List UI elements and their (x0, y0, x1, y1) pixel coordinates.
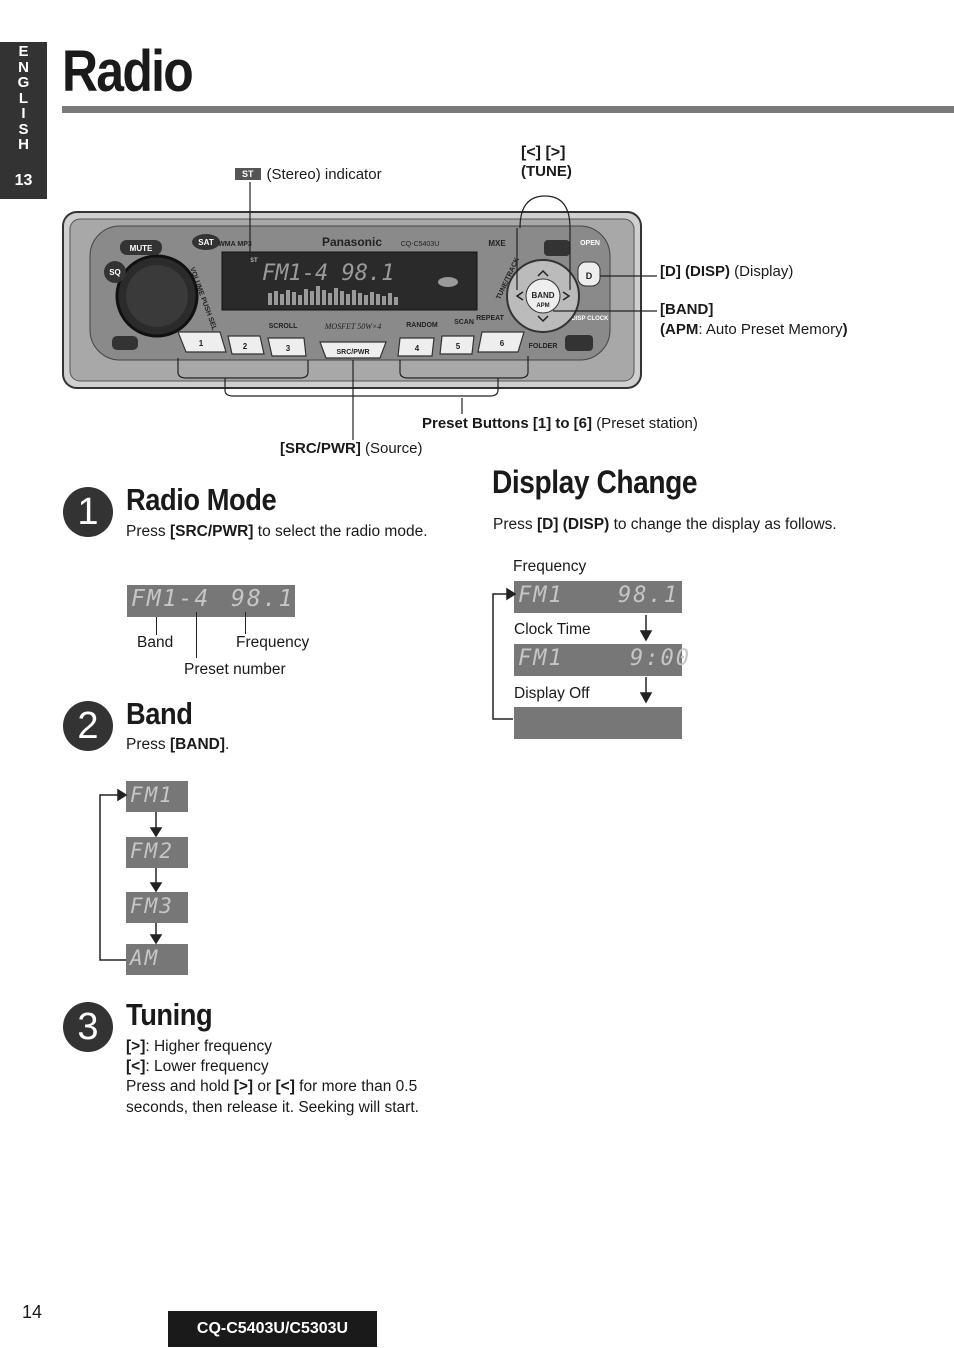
preset-button-3 (267, 337, 307, 357)
frequency-label: Frequency (236, 634, 310, 651)
band-text: Press [BAND]. (126, 736, 230, 753)
display-change-heading: Display Change (492, 464, 698, 500)
svg-text:6: 6 (500, 339, 505, 348)
svg-text:SAT: SAT (198, 238, 214, 247)
page-number: 14 (22, 1302, 43, 1322)
svg-text:FM1-4 98.1: FM1-4 98.1 (262, 261, 394, 286)
preset-button-5 (439, 335, 475, 355)
tune-buttons-label: [<] [>] (521, 144, 566, 161)
src-callout: [SRC/PWR] (Source) (280, 440, 423, 457)
svg-text:1: 1 (199, 339, 204, 348)
preset-button-4 (397, 337, 435, 357)
radio-mode-text: Press [SRC/PWR] to select the radio mode… (126, 523, 428, 540)
svg-text:BAND: BAND (531, 291, 554, 300)
step-3-badge: 3 (63, 1002, 113, 1052)
svg-text:3: 3 (286, 344, 291, 353)
band-display-fm3: FM3 (126, 892, 188, 923)
head-unit-diagram: MUTE SQ SAT WMA MP3 VOLUME PUSH SEL Pana… (62, 182, 657, 440)
tuning-line-4: seconds, then release it. Seeking will s… (126, 1099, 419, 1116)
preset-number-label: Preset number (184, 661, 286, 678)
language-label: E N G L I S H (17, 43, 30, 153)
band-display-fm1: FM1 (126, 781, 188, 812)
preset-button-2 (227, 335, 265, 355)
src-pwr-button (319, 341, 387, 359)
svg-text:OPEN: OPEN (580, 240, 600, 247)
band-cycle-arrows (99, 788, 163, 961)
svg-text:MOSFET 50W×4: MOSFET 50W×4 (324, 322, 382, 331)
disp-callout: [D] (DISP) (Display) (660, 263, 794, 280)
svg-text:Panasonic: Panasonic (322, 235, 382, 249)
radio-mode-display: FM1-4 98.1 (127, 585, 295, 617)
svg-text:WMA MP3: WMA MP3 (218, 241, 252, 248)
svg-text:SRC/PWR: SRC/PWR (336, 349, 369, 356)
svg-text:5: 5 (456, 342, 461, 351)
state-off-display (514, 707, 682, 739)
svg-text:RANDOM: RANDOM (406, 322, 438, 329)
sat-logo (192, 234, 220, 250)
tune-label: (TUNE) (521, 163, 572, 180)
tuning-line-1: [>]: Higher frequency (126, 1038, 273, 1055)
model-footer: CQ-C5403U/C5303U (168, 1311, 377, 1347)
tuning-heading: Tuning (126, 997, 213, 1032)
page-title: Radio (62, 39, 194, 104)
svg-text:SQ: SQ (109, 268, 121, 277)
svg-text:SCAN: SCAN (454, 319, 474, 326)
band-display-am: AM (126, 944, 188, 975)
state-clock-label: Clock Time (514, 621, 591, 638)
tuning-line-3: Press and hold [>] or [<] for more than … (126, 1078, 418, 1095)
band-apm-button (525, 278, 561, 314)
svg-text:MXE: MXE (488, 239, 506, 248)
tuning-line-2: [<]: Lower frequency (126, 1058, 269, 1075)
band-label: Band (137, 634, 174, 651)
apm-callout: (APM: Auto Preset Memory) (660, 321, 848, 338)
language-tab: E N G L I S H 13 (0, 42, 47, 199)
st-badge-icon: ST (235, 168, 261, 180)
sq-button (104, 261, 126, 283)
preset-button-1 (177, 331, 227, 353)
svg-text:CQ-C5403U: CQ-C5403U (401, 241, 440, 248)
display-change-text: Press [D] (DISP) to change the display a… (493, 516, 837, 533)
svg-text:2: 2 (243, 342, 248, 351)
display-cycle-arrows (492, 587, 653, 720)
svg-text:MUTE: MUTE (130, 244, 153, 253)
step-1-badge: 1 (63, 487, 113, 537)
state-frequency-label: Frequency (513, 558, 587, 575)
d-button (577, 261, 601, 287)
preset-buttons (177, 331, 525, 357)
band-heading: Band (126, 696, 193, 731)
band-display-fm2: FM2 (126, 837, 188, 868)
preset-callout: Preset Buttons [1] to [6] (Preset statio… (422, 415, 698, 432)
svg-text:ST: ST (250, 258, 258, 264)
svg-text:FOLDER: FOLDER (529, 343, 558, 350)
step-2-badge: 2 (63, 701, 113, 751)
band-callout: [BAND] (660, 301, 714, 318)
svg-text:4: 4 (415, 344, 420, 353)
section-number: 13 (14, 172, 33, 189)
svg-text:APM: APM (536, 303, 549, 309)
radio-mode-heading: Radio Mode (126, 482, 277, 517)
svg-text:D: D (586, 271, 593, 281)
svg-text:REPEAT: REPEAT (476, 315, 505, 322)
stereo-indicator-callout: ST (Stereo) indicator (235, 166, 382, 183)
mute-button (120, 240, 162, 255)
state-frequency-display: FM1 98.1 (514, 581, 682, 613)
preset-button-6 (477, 331, 525, 353)
open-button (544, 240, 570, 256)
state-clock-display: FM1 9:00 (514, 644, 689, 676)
state-off-label: Display Off (514, 685, 590, 702)
title-rule (62, 106, 954, 113)
svg-text:SCROLL: SCROLL (269, 323, 299, 330)
stereo-indicator-label: (Stereo) indicator (266, 166, 382, 183)
svg-text:DISP CLOCK: DISP CLOCK (572, 316, 610, 322)
